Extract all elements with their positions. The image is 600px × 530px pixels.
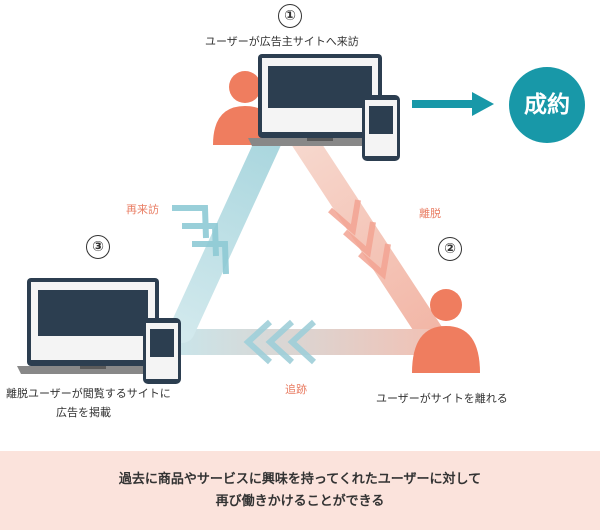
exit-band: [283, 115, 448, 353]
banner-line1: 過去に商品やサービスに興味を持ってくれたユーザーに対して: [118, 471, 482, 487]
retargeting-cycle-diagram: [17, 54, 585, 384]
revisit-band: [169, 125, 283, 343]
step2-caption: ユーザーがサイトを離れる: [376, 392, 508, 405]
banner-line2: 再び働きかけることができる: [215, 493, 385, 509]
exit-chevron-arrows-icon: [328, 199, 391, 280]
revisit-label: 再来訪: [126, 203, 159, 216]
step2-person-icon: [412, 289, 480, 373]
revisit-chevron-arrows-icon: [172, 205, 229, 275]
step3-smartphone-icon: [143, 318, 181, 384]
track-chevron-arrows-icon: [243, 319, 317, 365]
step1-caption: ユーザーが広告主サイトへ来訪: [205, 35, 359, 48]
success-circle: [509, 67, 585, 143]
success-label: 成約: [524, 92, 570, 118]
step3-caption-line1: 離脱ユーザーが閲覧するサイトに: [6, 387, 171, 400]
arrow-right-icon: [412, 92, 494, 116]
step3-number: ③: [86, 235, 110, 259]
exit-label: 離脱: [419, 207, 441, 220]
track-label: 追跡: [285, 383, 307, 396]
step2-number: ②: [438, 237, 462, 261]
step1-laptop-icon: [248, 54, 392, 146]
step1-smartphone-icon: [362, 95, 400, 161]
summary-banner: 過去に商品やサービスに興味を持ってくれたユーザーに対して 再び働きかけることがで…: [0, 451, 600, 530]
step1-number: ①: [278, 4, 302, 28]
step3-caption-line2: 広告を掲載: [56, 406, 111, 419]
step3-laptop-icon: [17, 278, 170, 374]
